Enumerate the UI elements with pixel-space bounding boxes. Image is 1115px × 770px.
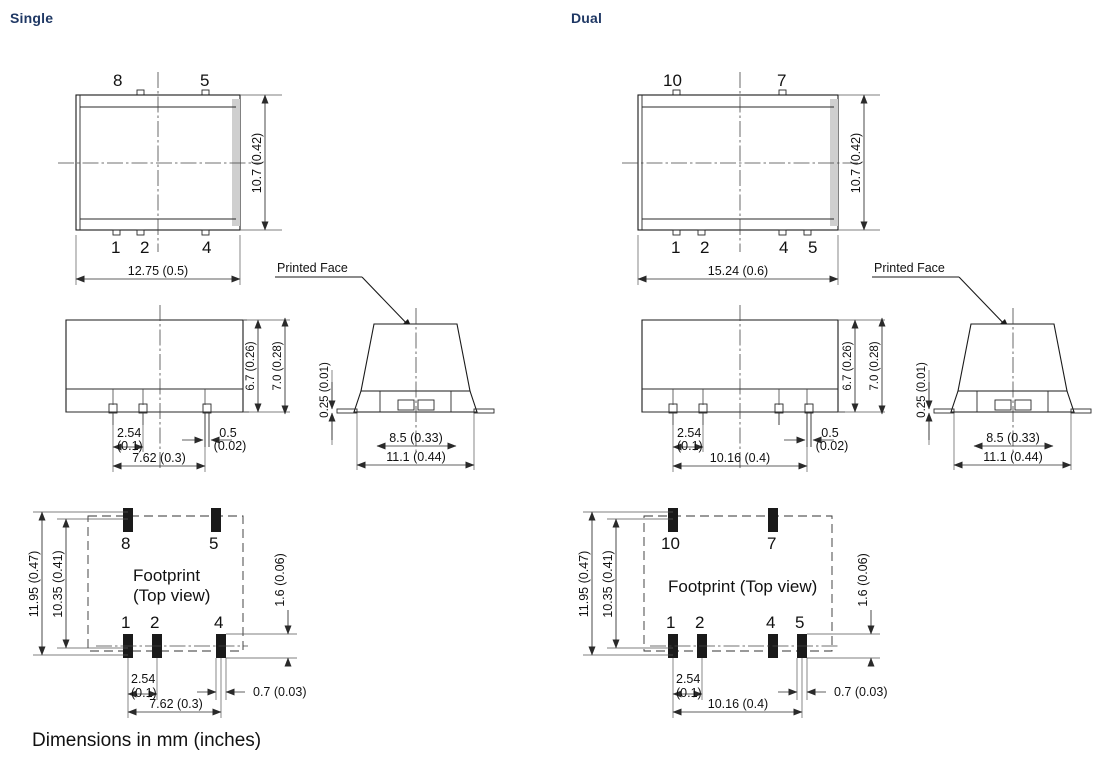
single-fp-pin-4: 4 xyxy=(214,613,223,632)
dual-front-pin-4: 4 xyxy=(779,238,788,257)
dual-front-pin-7: 7 xyxy=(777,71,786,90)
dual-printed-face-callout: Printed Face xyxy=(872,261,1010,330)
single-fp-caption-l1: Footprint xyxy=(133,566,200,585)
single-printed-face-label: Printed Face xyxy=(277,261,348,275)
dual-printed-face-label: Printed Face xyxy=(874,261,945,275)
single-fp-pin-1: 1 xyxy=(121,613,130,632)
dual-fp-pin-4: 4 xyxy=(766,613,775,632)
dual-end-outer-width: 11.1 (0.44) xyxy=(983,450,1043,464)
dual-fp-span: 10.16 (0.4) xyxy=(708,697,768,711)
dual-side-leadwidth-in: (0.02) xyxy=(816,439,849,453)
single-fp-pitch-mm: 2.54 xyxy=(131,672,155,686)
dual-side-outer-height: 7.0 (0.28) xyxy=(869,341,881,390)
dual-side-view: 6.7 (0.26) 7.0 (0.28) 2.54 (0.1) 0.5 (0.… xyxy=(641,305,886,472)
dual-end-inner-width: 8.5 (0.33) xyxy=(986,431,1040,445)
single-front-pin-1: 1 xyxy=(111,238,120,257)
single-front-pin-8: 8 xyxy=(113,71,122,90)
dual-front-width-dim: 15.24 (0.6) xyxy=(708,264,768,278)
single-end-view: 0.25 (0.01) 8.5 (0.33) 11.1 (0.44) xyxy=(319,308,495,470)
single-fp-pad-width: 0.7 (0.03) xyxy=(253,685,307,699)
section-heading-single: Single xyxy=(10,10,54,26)
dual-fp-pin-1: 1 xyxy=(666,613,675,632)
single-side-leadwidth-in: (0.02) xyxy=(214,439,247,453)
dual-front-height-dim: 10.7 (0.42) xyxy=(849,133,863,193)
dual-fp-pin-7: 7 xyxy=(767,534,776,553)
single-side-outer-height: 7.0 (0.28) xyxy=(272,341,284,390)
dual-fp-pitch-in: (0.1) xyxy=(676,686,702,700)
single-front-height-dim: 10.7 (0.42) xyxy=(250,133,264,193)
dual-front-pin-1: 1 xyxy=(671,238,680,257)
single-side-view: 6.7 (0.26) 7.0 (0.28) 2.54 (0.1) 0.5 (0.… xyxy=(65,305,290,472)
single-front-view: 8 5 1 2 4 12.75 (0.5) 10.7 (0.42) xyxy=(58,71,282,285)
single-side-pitch-mm: 2.54 xyxy=(117,426,141,440)
dual-front-view: 10 7 1 2 4 5 15.24 (0.6) 10.7 (0.42) xyxy=(622,71,880,285)
dual-end-lead-thickness: 0.25 (0.01) xyxy=(916,362,928,418)
single-end-outer-width: 11.1 (0.44) xyxy=(386,450,446,464)
dual-fp-pad-width: 0.7 (0.03) xyxy=(834,685,888,699)
single-front-pin-4: 4 xyxy=(202,238,211,257)
single-fp-inner-height: 10.35 (0.41) xyxy=(51,550,65,617)
dual-fp-pin-2: 2 xyxy=(695,613,704,632)
single-side-pitch-in: (0.1) xyxy=(117,439,143,453)
single-printed-face-callout: Printed Face xyxy=(275,261,413,330)
dual-fp-inner-height: 10.35 (0.41) xyxy=(601,550,615,617)
dual-side-span: 10.16 (0.4) xyxy=(710,451,770,465)
dimensions-footnote: Dimensions in mm (inches) xyxy=(32,730,262,751)
dual-fp-pitch-mm: 2.54 xyxy=(676,672,700,686)
dual-front-pin-10: 10 xyxy=(663,71,682,90)
single-front-pin-2: 2 xyxy=(140,238,149,257)
dual-front-pin-5: 5 xyxy=(808,238,817,257)
single-end-inner-width: 8.5 (0.33) xyxy=(389,431,443,445)
single-fp-caption-l2: (Top view) xyxy=(133,586,210,605)
single-footprint-view: 8 5 1 2 4 Footprint (Top view) 11.95 (0.… xyxy=(27,508,307,718)
dual-end-view: 0.25 (0.01) 8.5 (0.33) 11.1 (0.44) xyxy=(916,308,1092,470)
dual-side-pitch-mm: 2.54 xyxy=(677,426,701,440)
single-end-lead-thickness: 0.25 (0.01) xyxy=(319,362,331,418)
single-front-pin-5: 5 xyxy=(200,71,209,90)
dual-front-pin-2: 2 xyxy=(700,238,709,257)
dual-fp-pin-10: 10 xyxy=(661,534,680,553)
dual-fp-edge-dim: 1.6 (0.06) xyxy=(856,553,870,607)
dual-side-leadwidth-mm: 0.5 xyxy=(821,426,838,440)
single-fp-outer-height: 11.95 (0.47) xyxy=(27,551,41,617)
dual-fp-outer-height: 11.95 (0.47) xyxy=(577,551,591,617)
dual-fp-pin-5: 5 xyxy=(795,613,804,632)
single-fp-pitch-in: (0.1) xyxy=(131,686,157,700)
single-fp-edge-dim: 1.6 (0.06) xyxy=(273,553,287,607)
single-fp-span: 7.62 (0.3) xyxy=(149,697,203,711)
single-side-leadwidth-mm: 0.5 xyxy=(219,426,236,440)
dual-side-pitch-in: (0.1) xyxy=(677,439,703,453)
section-heading-dual: Dual xyxy=(571,10,603,26)
single-front-width-dim: 12.75 (0.5) xyxy=(128,264,188,278)
dual-side-inner-height: 6.7 (0.26) xyxy=(842,341,854,390)
single-fp-pin-2: 2 xyxy=(150,613,159,632)
dual-footprint-view: 10 7 1 2 4 5 Footprint (Top view) 11.95 … xyxy=(577,508,888,718)
single-fp-pin-5: 5 xyxy=(209,534,218,553)
single-side-span: 7.62 (0.3) xyxy=(132,451,186,465)
single-side-inner-height: 6.7 (0.26) xyxy=(245,341,257,390)
dual-fp-caption: Footprint (Top view) xyxy=(668,577,817,596)
single-fp-pin-8: 8 xyxy=(121,534,130,553)
